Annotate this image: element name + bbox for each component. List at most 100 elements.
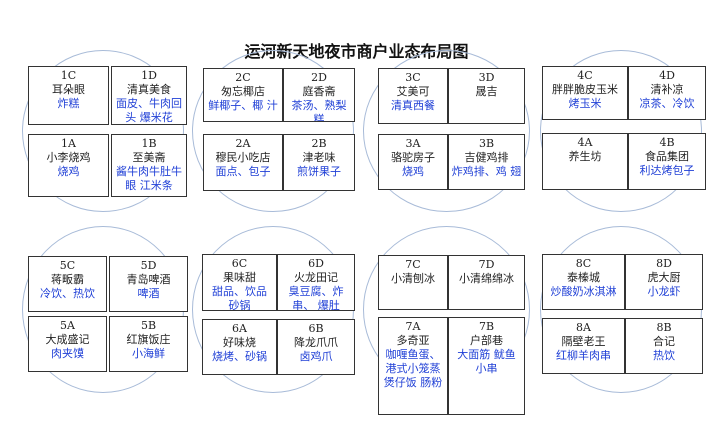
stall-description: 啤酒 (137, 287, 160, 300)
stall-description: 炒酸奶冰淇淋 (550, 285, 617, 298)
stall-description: 咖喱鱼蛋、 港式小笼蒸 煲仔饭 肠粉 (383, 348, 443, 389)
stall-description: 小龙虾 (647, 285, 681, 298)
stall-name: 清补凉 (650, 83, 684, 96)
stall-code: 1B (141, 137, 157, 150)
stall-name: 养生坊 (568, 150, 602, 163)
stall-name: 户部巷 (470, 334, 503, 347)
stall-name: 艾美可 (396, 85, 430, 98)
stall-code: 3A (405, 137, 421, 150)
stall-name: 食品集团 (645, 150, 689, 163)
stall-code: 8D (656, 257, 672, 270)
stall-name: 晟吉 (475, 85, 498, 98)
stall-name: 庭香斋 (302, 85, 336, 98)
stall-description: 面点、包子 (215, 165, 271, 178)
stall-description: 鲜椰子、椰 汁 (208, 99, 278, 112)
stall-code: 1C (60, 69, 77, 82)
stall-description: 面皮、牛肉回头 爆米花 (116, 97, 182, 124)
stall-description: 臭豆腐、炸串、 爆肚 (288, 285, 344, 311)
stall-description: 烧鸡 (57, 165, 80, 178)
stall-description: 酱牛肉牛肚牛眼 江米条 (116, 165, 182, 192)
stall-name: 降龙爪爪 (294, 336, 338, 349)
stall-name: 合记 (653, 335, 675, 348)
stall-code: 7A (405, 320, 421, 333)
stall-code: 6A (232, 322, 247, 335)
stall-code: 1D (141, 69, 157, 82)
stall-code: 8B (656, 321, 672, 334)
stall-name: 多奇亚 (396, 334, 430, 347)
stall-code: 4B (659, 136, 675, 149)
stall-description: 肉夹馍 (51, 347, 84, 360)
stall-description: 烤玉米 (568, 97, 602, 110)
stall-name: 耳朵眼 (52, 83, 85, 96)
stall-description: 煎饼果子 (297, 165, 341, 178)
stall-code: 4D (659, 69, 675, 82)
stall-description: 红柳羊肉串 (556, 349, 611, 362)
stall-description: 冷饮、热饮 (40, 287, 95, 300)
stall-description: 茶汤、熟梨 糕 (291, 99, 347, 122)
stall-description: 利达烤包子 (639, 164, 695, 177)
stall-description: 卤鸡爪 (299, 350, 333, 363)
stall-description: 热饮 (653, 349, 675, 362)
stall-code: 6B (308, 322, 324, 335)
stall-name: 小李烧鸡 (46, 151, 91, 164)
stall-code: 3C (405, 71, 421, 84)
stall-description: 大面筋 鱿鱼 小串 (457, 348, 516, 375)
stall-description: 炸糕 (57, 97, 80, 110)
stall-description: 小海鲜 (132, 347, 165, 360)
stall-name: 小清绵绵冰 (459, 272, 514, 285)
stall-name: 至美斋 (132, 151, 166, 164)
stall-description: 烧鸡 (402, 165, 424, 178)
stall-name: 好味烧 (223, 336, 256, 349)
stall-name: 小清刨冰 (391, 272, 435, 285)
stall-code: 2D (311, 71, 327, 84)
stall-code: 2B (311, 137, 327, 150)
stall-name: 火龙田记 (294, 271, 338, 284)
zone-circle (192, 50, 354, 212)
stall-name: 隔壁老王 (561, 335, 606, 348)
stall-code: 8C (575, 257, 592, 270)
stall-code: 5D (140, 259, 157, 272)
stall-code: 5C (59, 259, 76, 272)
stall-description: 烧烤、砂锅 (212, 350, 267, 363)
stall-code: 6C (231, 257, 248, 270)
stall-name: 穆民小吃店 (215, 151, 271, 164)
stall-code: 7B (478, 320, 495, 333)
stall-name: 虎大厨 (647, 271, 681, 284)
zone-circle (363, 50, 530, 212)
stall-description: 甜品、饮品 砂锅 (212, 285, 267, 311)
stall-name: 骆驼房子 (391, 151, 435, 164)
stall-code: 8A (576, 321, 591, 334)
stall-description: 炸鸡排、鸡 翅 (451, 165, 522, 178)
stall-name: 青岛啤酒 (126, 273, 171, 286)
zone-circle (540, 50, 702, 212)
stall-description: 凉茶、冷饮 (639, 97, 695, 110)
stall-code: 7D (478, 258, 495, 271)
stall-description: 清真西餐 (391, 99, 435, 112)
stall-code: 4A (577, 136, 593, 149)
